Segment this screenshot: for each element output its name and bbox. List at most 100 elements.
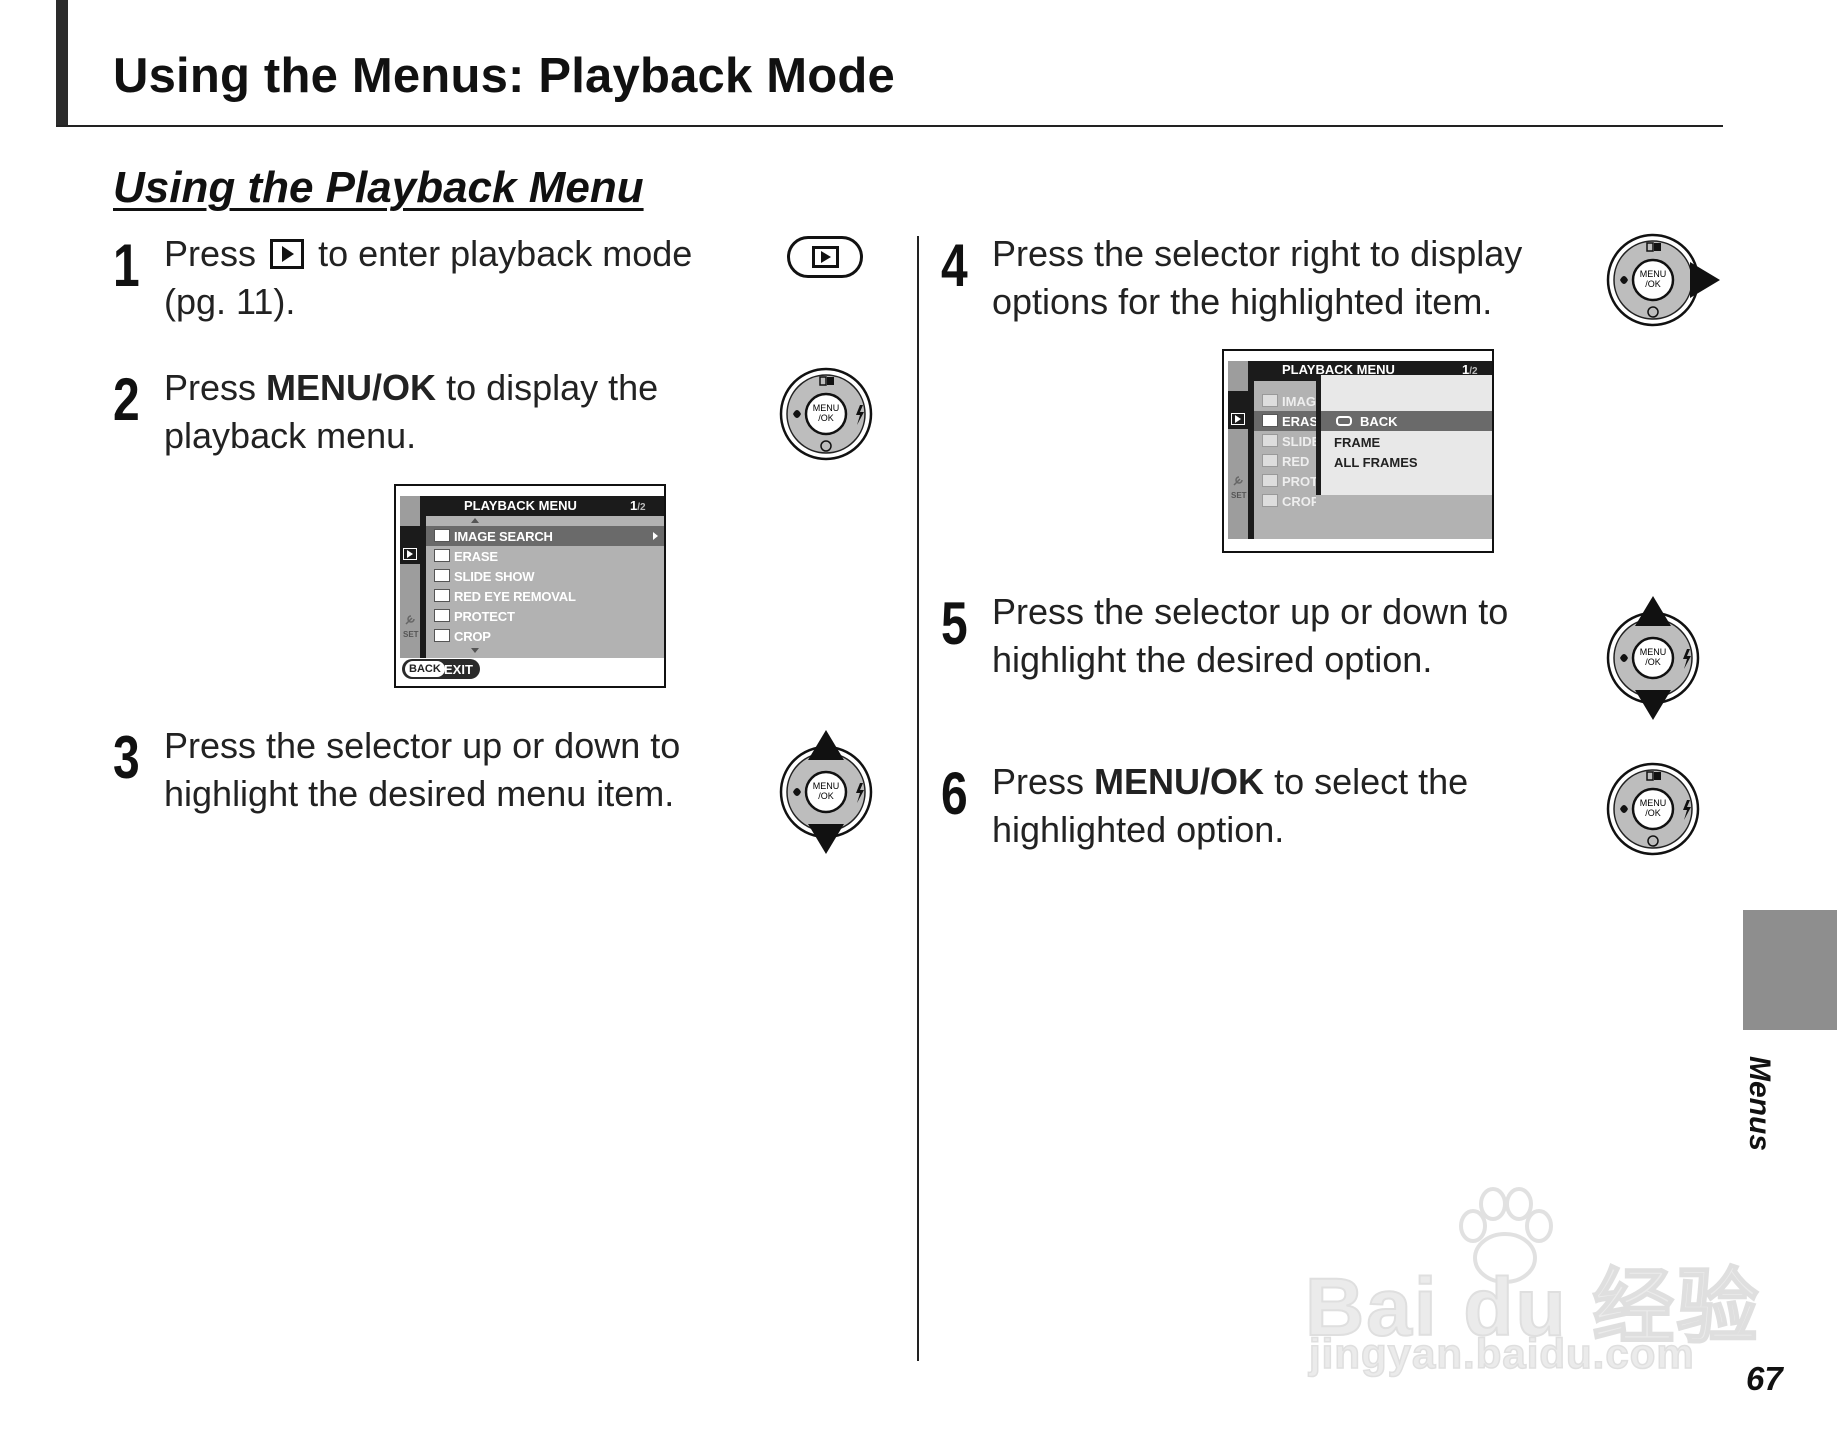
menu-ok-label: MENU — [813, 403, 840, 413]
playback-menu-screen: SET PLAYBACK MENU 1/2 IMAGE SEARCH ERASE… — [394, 484, 666, 688]
menu-side-panel — [400, 496, 420, 674]
menu-item-erase[interactable]: ERASE — [426, 546, 664, 566]
menu-item-label: CROP — [1282, 494, 1316, 509]
menu-item-protect[interactable]: PROTECT — [426, 606, 664, 626]
step-2-line1-post: to display the — [446, 367, 659, 408]
flash-icon — [856, 783, 864, 803]
playback-menu-options-screen: SET PLAYBACK MENU 1/2 IMAG ERAS SLIDE RE… — [1222, 349, 1494, 553]
arrow-up-icon — [1635, 596, 1671, 626]
chapter-tab-label: Menus — [1743, 1056, 1776, 1152]
section-title: Using the Playback Menu — [113, 163, 644, 212]
eye-icon — [434, 589, 450, 602]
flash-icon — [1683, 800, 1691, 820]
option-back-label: BACK — [1360, 414, 1398, 429]
crop-icon — [1262, 494, 1278, 507]
trash-icon — [1262, 414, 1278, 427]
step-3-number: 3 — [113, 724, 140, 791]
trash-icon — [1646, 771, 1654, 781]
eye-icon — [1262, 454, 1278, 467]
menu-page-current: 1 — [1462, 362, 1470, 377]
playback-tab — [1228, 391, 1248, 429]
trash-icon — [819, 376, 827, 386]
step-4-number: 4 — [941, 232, 968, 299]
step-1-line1-post: to enter playback mode — [318, 233, 693, 274]
step-2-number: 2 — [113, 366, 140, 433]
exit-label: EXIT — [444, 662, 473, 677]
menu-item-label: PROTECT — [454, 609, 515, 624]
arrow-right-icon — [1690, 262, 1720, 298]
menu-ok-label-2: /OK — [818, 791, 834, 801]
menu-item-label: PROT — [1282, 474, 1316, 489]
option-back[interactable] — [1321, 411, 1492, 431]
page-title: Using the Menus: Playback Mode — [113, 49, 895, 103]
image-search-icon — [434, 529, 450, 542]
option-frame[interactable]: FRAME — [1334, 435, 1381, 450]
menu-ok-label-2: /OK — [1645, 808, 1661, 818]
step-1-line2: (pg. 11). — [164, 281, 296, 322]
menu-item-label: IMAG — [1282, 394, 1316, 409]
step-6-line1-pre: Press — [992, 761, 1085, 802]
menu-item-label: RED — [1282, 454, 1310, 469]
selector-up-down-icon: MENU /OK — [1606, 596, 1700, 720]
step-3-text: Press the selector up or down to highlig… — [164, 722, 680, 818]
menu-item-label: ERAS — [1282, 414, 1316, 429]
menu-page-indicator: 1/2 — [1462, 362, 1478, 377]
selector-up-down-icon: MENU /OK — [779, 730, 873, 854]
menu-divider-bar — [420, 496, 426, 674]
menu-title: PLAYBACK MENU — [1282, 362, 1395, 377]
option-all-frames[interactable]: ALL FRAMES — [1334, 455, 1418, 470]
selector-icon: MENU /OK — [1606, 762, 1700, 856]
menu-item-red-eye-removal[interactable]: RED — [1254, 451, 1316, 471]
menu-ok-label: MENU — [1640, 269, 1667, 279]
menu-ok-label-2: /OK — [818, 413, 834, 423]
menu-ok-label-2: /OK — [1645, 279, 1661, 289]
menu-item-label: CROP — [454, 629, 491, 644]
menu-item-crop[interactable]: CROP — [1254, 491, 1316, 511]
chapter-tab — [1743, 910, 1837, 1030]
menu-item-protect[interactable]: PROT — [1254, 471, 1316, 491]
step-2-line2: playback menu. — [164, 415, 417, 456]
playback-button-inline-icon — [270, 239, 305, 269]
menu-header — [420, 496, 664, 516]
playback-button-icon — [787, 236, 863, 278]
step-1-number: 1 — [113, 232, 140, 299]
step-5-number: 5 — [941, 590, 968, 657]
menu-item-erase[interactable]: ERAS — [1254, 411, 1316, 431]
scroll-down-arrow — [471, 648, 479, 653]
image-search-icon — [1262, 394, 1278, 407]
menu-item-slide-show[interactable]: SLIDE SHOW — [426, 566, 664, 586]
step-4-text: Press the selector right to display opti… — [992, 230, 1522, 326]
erase-options-panel — [1316, 375, 1492, 495]
options-divider-bar — [1316, 375, 1321, 495]
step-6-menu-ok-label: MENU/OK — [1094, 761, 1265, 802]
scroll-up-arrow — [471, 518, 479, 523]
trash-icon — [1646, 242, 1654, 252]
macro-icon — [1620, 805, 1628, 813]
menu-page-total: /2 — [1469, 366, 1478, 377]
menu-item-label: IMAGE SEARCH — [454, 529, 553, 544]
playback-tab-icon — [1231, 413, 1245, 425]
step-6-line1-post: to select the — [1274, 761, 1469, 802]
menu-item-image-search[interactable]: IMAG — [1254, 391, 1316, 411]
page-number: 67 — [1746, 1360, 1783, 1397]
selector-right-icon: MENU /OK — [1606, 233, 1720, 327]
menu-ok-label: MENU — [1640, 647, 1667, 657]
back-arrow-icon — [1336, 416, 1352, 426]
menu-item-red-eye-removal[interactable]: RED EYE REMOVAL — [426, 586, 664, 606]
menu-item-slide-show[interactable]: SLIDE — [1254, 431, 1316, 451]
wrench-icon — [405, 615, 415, 625]
playback-tab-icon — [403, 548, 417, 560]
column-divider — [917, 236, 919, 1361]
step-5-line2: highlight the desired option. — [992, 639, 1433, 680]
selector-icon: MENU /OK — [779, 367, 873, 461]
exposure-icon — [827, 377, 834, 385]
flash-icon — [1683, 649, 1691, 669]
menu-item-image-search[interactable]: IMAGE SEARCH — [426, 526, 664, 546]
macro-icon — [1620, 276, 1628, 284]
step-6-text: Press MENU/OK to select the highlighted … — [992, 758, 1468, 854]
slide-show-icon — [1262, 434, 1278, 447]
menu-item-crop[interactable]: CROP — [426, 626, 664, 646]
menu-divider-bar — [1248, 361, 1254, 539]
watermark-url: jingyan.baidu.com — [1308, 1329, 1695, 1378]
menu-page-indicator: 1/2 — [630, 498, 646, 513]
